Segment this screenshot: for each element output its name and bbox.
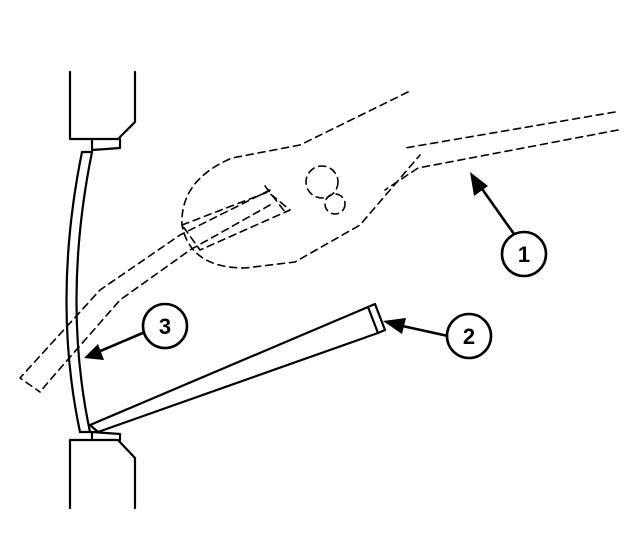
callout-1-label: 1 — [518, 242, 530, 267]
flat-blade-tool — [88, 302, 387, 434]
spring-clip — [65, 150, 94, 434]
callout-2: 2 — [445, 312, 493, 360]
callout-3: 3 — [141, 302, 189, 350]
callout-leader-3 — [84, 330, 146, 360]
upper-frame-bracket — [68, 70, 137, 152]
callout-2-label: 2 — [463, 324, 475, 349]
callout-1: 1 — [500, 230, 548, 278]
pliers-dashed — [19, 91, 619, 393]
callout-leader-1 — [470, 172, 516, 235]
callout-leader-2 — [383, 318, 449, 338]
lower-frame-bracket — [68, 430, 137, 510]
callout-3-label: 3 — [159, 314, 171, 339]
